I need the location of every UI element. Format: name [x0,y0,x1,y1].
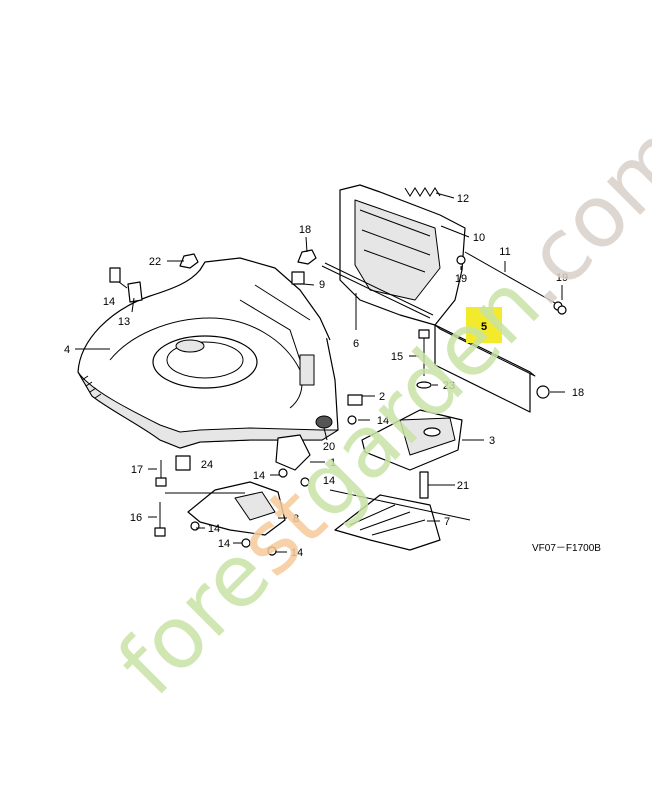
callout-1[interactable]: 1 [330,457,336,469]
hardware [109,249,567,556]
callout-14[interactable]: 14 [208,523,220,535]
callout-24[interactable]: 24 [201,459,213,471]
callout-14[interactable]: 14 [253,470,265,482]
callout-8[interactable]: 8 [293,513,299,525]
callout-14[interactable]: 14 [323,475,335,487]
rods [321,251,563,319]
callout-4[interactable]: 4 [64,344,70,356]
callout-18[interactable]: 18 [299,224,311,236]
leader-lines [75,192,565,553]
baffle [187,481,286,536]
callout-2[interactable]: 2 [379,391,385,403]
callout-11[interactable]: 11 [499,246,510,258]
callout-6[interactable]: 6 [353,338,359,350]
mower-deck [77,257,339,449]
bracket [361,409,463,471]
callout-14[interactable]: 14 [291,547,303,559]
callout-3[interactable]: 3 [489,435,495,447]
callout-20[interactable]: 20 [323,441,335,453]
callout-22[interactable]: 22 [149,256,161,268]
callout-19[interactable]: 19 [556,272,568,284]
plate [329,489,471,551]
callout-7[interactable]: 7 [444,516,450,528]
callout-17[interactable]: 17 [131,464,143,476]
callout-12[interactable]: 12 [457,193,469,205]
part-5-highlight [466,307,502,343]
callout-18[interactable]: 18 [572,387,584,399]
spring [404,187,441,197]
callout-14[interactable]: 14 [218,538,230,550]
callout-23[interactable]: 23 [443,380,455,392]
callout-16[interactable]: 16 [130,512,142,524]
callout-14[interactable]: 14 [103,296,115,308]
callout-15[interactable]: 15 [391,351,403,363]
callout-19[interactable]: 19 [455,273,467,285]
callout-5[interactable]: 5 [481,321,487,333]
callout-21[interactable]: 21 [457,480,469,492]
callout-labels: 4 22 14 13 18 9 6 12 10 11 19 19 5 15 23… [64,193,584,559]
callout-9[interactable]: 9 [319,279,325,291]
flap-panel [434,324,536,413]
figure-code: VF07－F1700B [532,543,601,554]
bracket-1 [275,434,311,471]
callout-13[interactable]: 13 [118,316,130,328]
callout-14[interactable]: 14 [377,415,389,427]
callout-10[interactable]: 10 [473,232,485,244]
